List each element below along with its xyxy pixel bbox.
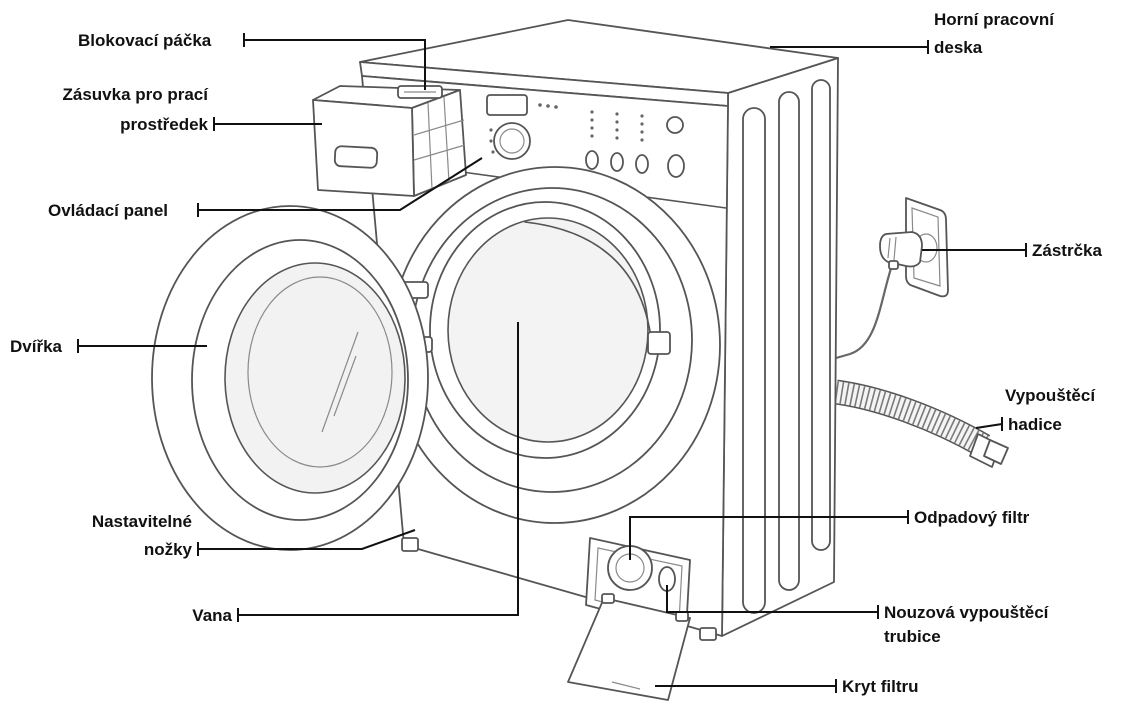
control-panel — [486, 94, 685, 178]
drawer-handle — [333, 145, 379, 169]
label-filter-cover: Kryt filtru — [842, 677, 919, 696]
leader-line-debris-filter — [629, 516, 908, 560]
side-groove — [778, 91, 800, 591]
label-adjustable-feet-line1: Nastavitelné — [92, 512, 192, 531]
option-button — [585, 150, 599, 170]
plug — [879, 231, 923, 270]
display — [486, 94, 528, 116]
indicator-lights — [590, 110, 644, 142]
label-drain-hose-line2: hadice — [1008, 415, 1062, 434]
start-button — [667, 154, 685, 178]
door — [151, 205, 433, 551]
label-detergent-drawer-line2: prostředek — [120, 115, 208, 134]
option-button — [610, 152, 624, 172]
drain-hose — [834, 379, 1009, 468]
door-glass — [224, 262, 406, 494]
adjustable-feet — [401, 537, 717, 641]
leader-line-locking-lever — [244, 39, 426, 90]
leader-line-tub — [238, 322, 519, 616]
leader-line-control-panel — [198, 157, 483, 211]
power-cable — [835, 261, 895, 360]
detergent-drawer — [312, 85, 467, 197]
labels: Blokovací páčka Zásuvka pro prací prostř… — [10, 10, 1102, 696]
label-locking-lever: Blokovací páčka — [78, 31, 212, 50]
leader-lines — [77, 33, 1027, 693]
leader-line-emergency-drain-tube — [666, 585, 878, 613]
option-button — [635, 154, 649, 174]
label-detergent-drawer-line1: Zásuvka pro prací — [62, 85, 209, 104]
side-groove — [742, 107, 766, 614]
label-plug: Zástrčka — [1032, 241, 1102, 260]
program-dial — [493, 122, 531, 160]
leader-line-drain-hose — [975, 423, 1003, 429]
label-debris-filter: Odpadový filtr — [914, 508, 1030, 527]
label-adjustable-feet-line2: nožky — [144, 540, 193, 559]
label-tub: Vana — [192, 606, 232, 625]
label-drain-hose-line1: Vypouštěcí — [1005, 386, 1096, 405]
label-worktop-line2: deska — [934, 38, 983, 57]
filter-cover — [567, 593, 691, 701]
side-groove — [811, 79, 831, 551]
label-worktop-line1: Horní pracovní — [934, 10, 1055, 29]
drum — [447, 217, 649, 443]
label-control-panel: Ovládací panel — [48, 201, 168, 220]
porthole — [389, 166, 721, 524]
label-door: Dvířka — [10, 337, 63, 356]
door-catch — [647, 331, 671, 355]
label-emergency-drain-tube-line1: Nouzová vypouštěcí — [884, 603, 1050, 622]
power-indicator — [666, 116, 684, 134]
leader-line-adjustable-feet — [198, 529, 416, 550]
label-emergency-drain-tube-line2: trubice — [884, 627, 941, 646]
